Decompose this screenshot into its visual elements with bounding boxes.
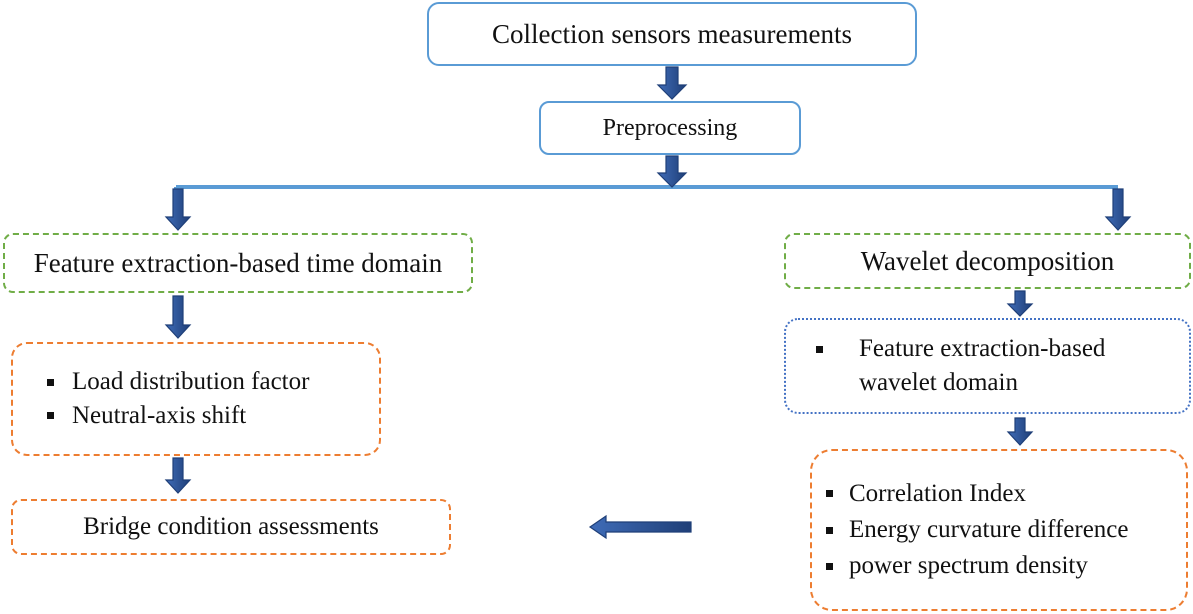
bullet-icon: [826, 562, 833, 570]
bullet-icon: [816, 346, 823, 354]
list-item: power spectrum density: [826, 548, 1088, 584]
time-feature-1: Load distribution factor: [72, 368, 310, 396]
wavelet-domain-box: Feature extraction-based wavelet domain: [784, 318, 1191, 414]
collection-label: Collection sensors measurements: [492, 18, 852, 49]
wavelet-feature-1: Correlation Index: [849, 479, 1027, 507]
list-item: Energy curvature difference: [826, 512, 1128, 548]
bullet-icon: [47, 412, 54, 420]
arrow-split-to-time-domain: [164, 188, 192, 231]
wavelet-features-box: Correlation Index Energy curvature diffe…: [810, 449, 1188, 611]
wavelet-domain-line-1: Feature extraction-based: [859, 335, 1106, 363]
wavelet-domain-line-2: wavelet domain: [859, 369, 1018, 396]
arrow-wavelet-to-wavelet-domain: [1006, 290, 1034, 317]
time-features-box: Load distribution factor Neutral-axis sh…: [11, 342, 381, 456]
assessment-box: Bridge condition assessments: [11, 499, 451, 555]
wavelet-domain-text: Feature extraction-based wavelet domain: [859, 332, 1105, 400]
list-item: Load distribution factor: [47, 365, 309, 399]
list-item: Neutral-axis shift: [47, 399, 246, 433]
preprocessing-box: Preprocessing: [539, 101, 801, 155]
bullet-icon: [47, 378, 54, 386]
arrow-preprocessing-to-split: [656, 155, 688, 188]
arrow-split-to-wavelet: [1104, 188, 1132, 231]
wavelet-feature-2: Energy curvature difference: [849, 515, 1129, 543]
preprocessing-label: Preprocessing: [602, 114, 738, 141]
bullet-icon: [826, 526, 833, 534]
arrow-wavelet-features-to-assessment: [588, 514, 692, 540]
arrow-wavelet-domain-to-features: [1006, 417, 1034, 446]
arrow-time-domain-to-features: [164, 295, 192, 339]
wavelet-box: Wavelet decomposition: [784, 233, 1191, 289]
wavelet-label: Wavelet decomposition: [860, 245, 1115, 276]
assessment-label: Bridge condition assessments: [83, 513, 379, 540]
time-feature-2: Neutral-axis shift: [72, 402, 247, 429]
time-domain-box: Feature extraction-based time domain: [3, 233, 473, 293]
arrow-time-features-to-assessment: [164, 457, 192, 494]
time-domain-label: Feature extraction-based time domain: [33, 247, 443, 278]
wavelet-feature-3: power spectrum density: [849, 552, 1088, 580]
arrow-collection-to-preprocessing: [656, 66, 688, 100]
collection-box: Collection sensors measurements: [427, 2, 917, 66]
list-item: Correlation Index: [826, 476, 1026, 512]
list-item: Feature extraction-based wavelet domain: [816, 332, 1105, 400]
bullet-icon: [826, 490, 833, 498]
